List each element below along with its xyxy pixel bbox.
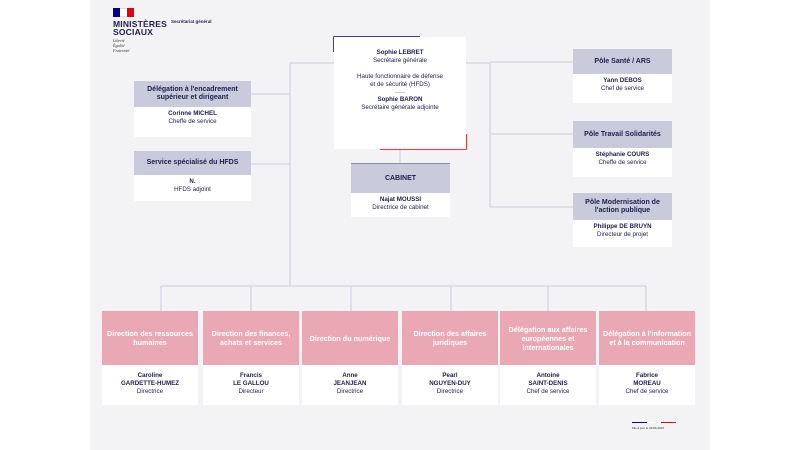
pole-modernisation-name: Philippe DE BRUYN bbox=[593, 223, 652, 230]
direction-juridiques-box: Direction des affaires juridiques Pearl … bbox=[402, 311, 498, 405]
direction-finances-title: Direction des finances, achats et servic… bbox=[203, 311, 299, 365]
delegation-encadrement-box: Délégation à l'encadrement supérieur et … bbox=[134, 81, 251, 137]
direction-rh-title: Direction des ressources humaines bbox=[102, 311, 198, 365]
direction-rh-first: Caroline bbox=[137, 372, 163, 379]
delegation-europe-last: SAINT-DENIS bbox=[528, 380, 568, 387]
delegation-encadrement-title: Délégation à l'encadrement supérieur et … bbox=[134, 81, 251, 107]
update-note: Mis à jour le 24/01/2025 bbox=[632, 422, 677, 430]
ministry-logo: MINISTÈRES SOCIAUX Liberté Égalité Frate… bbox=[113, 8, 167, 53]
direction-rh-box: Direction des ressources humaines Caroli… bbox=[102, 311, 198, 405]
cabinet-title: CABINET bbox=[351, 163, 450, 193]
deputy-name: Sophie BARON bbox=[377, 96, 423, 103]
page-subheading: Secrétariat général bbox=[171, 19, 212, 24]
direction-finances-last: LE GALLOU bbox=[233, 380, 269, 387]
pole-sante-box: Pôle Santé / ARS Yann DEBOS Chef de serv… bbox=[573, 49, 672, 103]
cabinet-box: CABINET Najat MOUSSI Directrice de cabin… bbox=[351, 163, 450, 217]
pole-sante-role: Chef de service bbox=[601, 85, 644, 92]
secretary-general-box: Sophie LEBRET Secrétaire générale Haute … bbox=[334, 37, 466, 149]
delegation-communication-role: Chef de service bbox=[625, 388, 669, 395]
update-date: Mis à jour le 24/01/2025 bbox=[632, 426, 665, 430]
direction-finances-role: Directeur bbox=[238, 388, 264, 395]
delegation-communication-first: Fabrice bbox=[635, 372, 658, 379]
pole-modernisation-role: Directeur de projet bbox=[597, 231, 648, 238]
direction-numerique-last: JEANJEAN bbox=[333, 380, 367, 387]
delegation-encadrement-role: Cheffe de service bbox=[168, 118, 217, 125]
direction-numerique-title: Direction du numérique bbox=[302, 311, 398, 365]
direction-juridiques-last: NGUYEN-DUY bbox=[429, 380, 471, 387]
direction-numerique-role: Directrice bbox=[336, 388, 364, 395]
direction-finances-box: Direction des finances, achats et servic… bbox=[203, 311, 299, 405]
direction-numerique-box: Direction du numérique Anne JEANJEAN Dir… bbox=[302, 311, 398, 405]
deputy-role: Secrétaire générale adjointe bbox=[361, 104, 439, 111]
service-hfds-box: Service spécialisé du HFDS N. HFDS adjoi… bbox=[134, 151, 251, 201]
delegation-communication-title: Délégation à l'information et à la commu… bbox=[599, 311, 695, 365]
pole-sante-name: Yann DEBOS bbox=[603, 77, 642, 84]
direction-rh-role: Directrice bbox=[136, 388, 164, 395]
direction-rh-last: GARDETTE-HUMEZ bbox=[120, 380, 180, 387]
hfds-role-line2: et de sécurité (HFDS) bbox=[370, 81, 430, 88]
secretary-general-name: Sophie LEBRET bbox=[376, 49, 424, 56]
delegation-europe-box: Délégation aux affaires européennes et i… bbox=[500, 311, 596, 405]
delegation-communication-box: Délégation à l'information et à la commu… bbox=[599, 311, 695, 405]
pole-travail-title: Pôle Travail Solidarités bbox=[573, 121, 672, 148]
divider bbox=[395, 92, 405, 93]
direction-finances-first: Francis bbox=[239, 372, 262, 379]
delegation-europe-first: Antoine bbox=[536, 372, 560, 379]
pole-travail-name: Stéphanie COURS bbox=[595, 151, 650, 158]
service-hfds-title: Service spécialisé du HFDS bbox=[134, 151, 251, 175]
delegation-communication-last: MOREAU bbox=[633, 380, 661, 387]
pole-sante-title: Pôle Santé / ARS bbox=[573, 49, 672, 74]
delegation-encadrement-name: Corinne MICHEL bbox=[168, 110, 217, 117]
delegation-europe-role: Chef de service bbox=[526, 388, 570, 395]
cabinet-role: Directrice de cabinet bbox=[372, 204, 429, 211]
pole-travail-role: Cheffe de service bbox=[598, 159, 647, 166]
logo-title: MINISTÈRES SOCIAUX bbox=[113, 19, 167, 37]
republic-flag-icon bbox=[113, 8, 134, 17]
direction-juridiques-role: Directrice bbox=[436, 388, 464, 395]
secretary-general-role: Secrétaire générale bbox=[372, 57, 427, 64]
direction-juridiques-title: Direction des affaires juridiques bbox=[402, 311, 498, 365]
pole-modernisation-title: Pôle Modernisation de l'action publique bbox=[573, 193, 672, 220]
service-hfds-role: HFDS adjoint bbox=[174, 186, 211, 193]
direction-numerique-first: Anne bbox=[342, 372, 358, 379]
cabinet-name: Najat MOUSSI bbox=[379, 196, 422, 203]
delegation-europe-title: Délégation aux affaires européennes et i… bbox=[500, 311, 596, 365]
service-hfds-name: N. bbox=[189, 178, 196, 185]
pole-travail-box: Pôle Travail Solidarités Stéphanie COURS… bbox=[573, 121, 672, 177]
tricolor-bar bbox=[632, 422, 677, 423]
hfds-role-line1: Haute fonctionnaire de défense bbox=[357, 73, 443, 80]
logo-motto: Liberté Égalité Fraternité bbox=[113, 38, 130, 53]
direction-juridiques-first: Pearl bbox=[442, 372, 458, 379]
pole-modernisation-box: Pôle Modernisation de l'action publique … bbox=[573, 193, 672, 247]
